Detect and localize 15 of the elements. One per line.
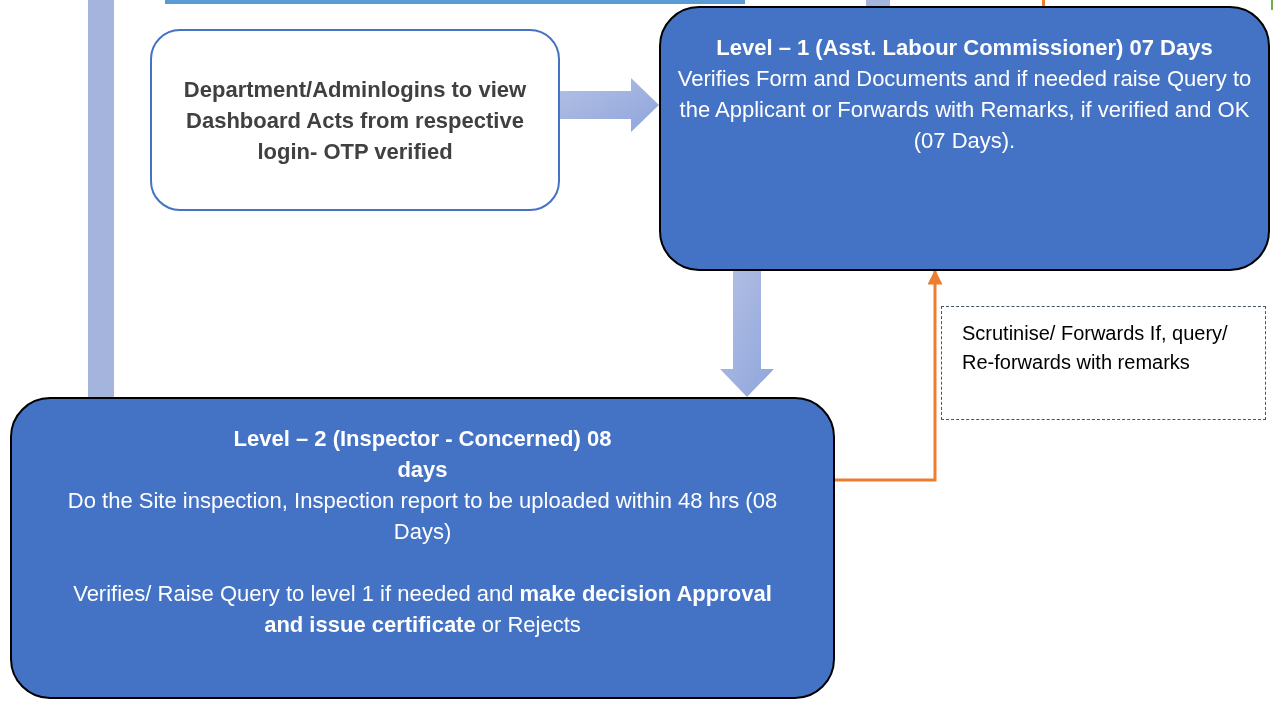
process-box [150, 29, 560, 211]
box-text: Department/Adminlogins to view Dashboard Acts from respective login- OTP verified [182, 75, 528, 166]
block-arrow [720, 271, 774, 397]
arrow [835, 269, 943, 482]
box-text: Scrutinise/ Forwards If, query/ Re-forwards with remarks [962, 321, 1229, 375]
box-heading: Level – 2 (Inspector - Concerned) 08 days [232, 425, 613, 484]
box-text: Do the Site inspection, Inspection report to be uploaded within 48 hrs (08 Days) [66, 487, 779, 546]
box-text: Verifies Form and Documents and if needed raise Query to the Applicant or Forwards with Remarks, if verified and OK (07 Days). [677, 65, 1252, 155]
box-heading: Level – 1 (Asst. Labour Commissioner) 07 Days [716, 34, 1213, 62]
box-text: Verifies/ Raise Query to level 1 if needed and make decision Approval and issue certificate or Rejects [72, 580, 773, 639]
process-box [659, 6, 1270, 271]
process-box [10, 397, 835, 699]
block-arrow [560, 78, 659, 132]
connector-line [88, 0, 114, 397]
note-box [941, 306, 1266, 420]
